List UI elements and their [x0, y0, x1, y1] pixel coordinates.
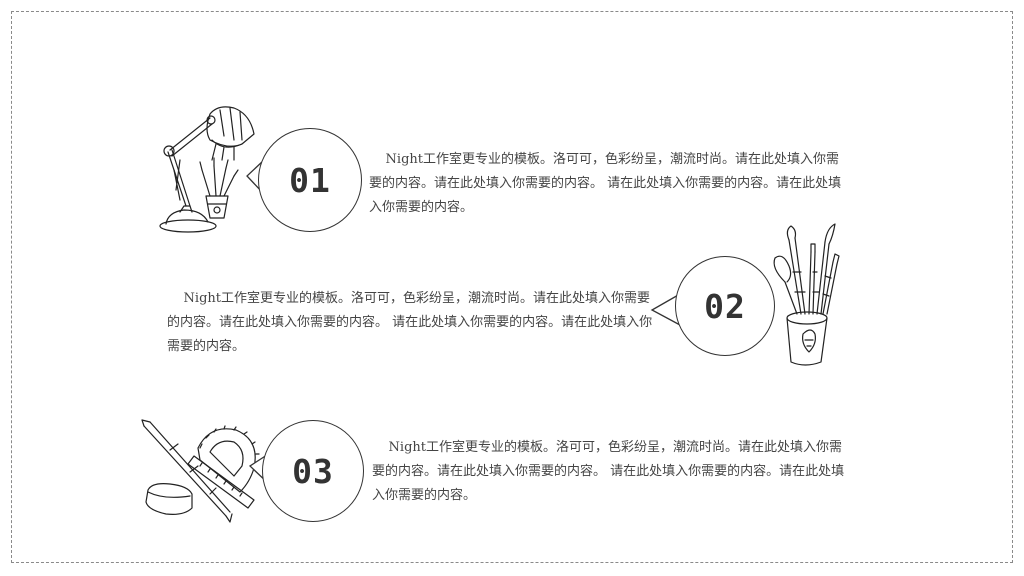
item-description: Night工作室更专业的模板。洛可可，色彩纷呈，潮流时尚。请在此处填入你需要的内… [372, 440, 845, 503]
dashed-frame [11, 11, 1013, 563]
desk-lamp-icon [159, 106, 255, 233]
number-bubble-01: 01 [258, 128, 362, 232]
item-number: 01 [289, 160, 331, 200]
stationery-icon [141, 419, 260, 523]
item-description: Night工作室更专业的模板。洛可可，色彩纷呈，潮流时尚。请在此处填入你需要的内… [167, 291, 653, 354]
number-bubble-03: 03 [262, 420, 364, 522]
item-number: 02 [704, 286, 746, 326]
speech-tail [650, 293, 681, 326]
item-number: 03 [292, 451, 334, 491]
item-description: Night工作室更专业的模板。洛可可，色彩纷呈，潮流时尚。请在此处填入你需要的内… [369, 152, 842, 215]
number-bubble-02: 02 [675, 256, 775, 356]
brush-cup-icon [773, 223, 840, 366]
